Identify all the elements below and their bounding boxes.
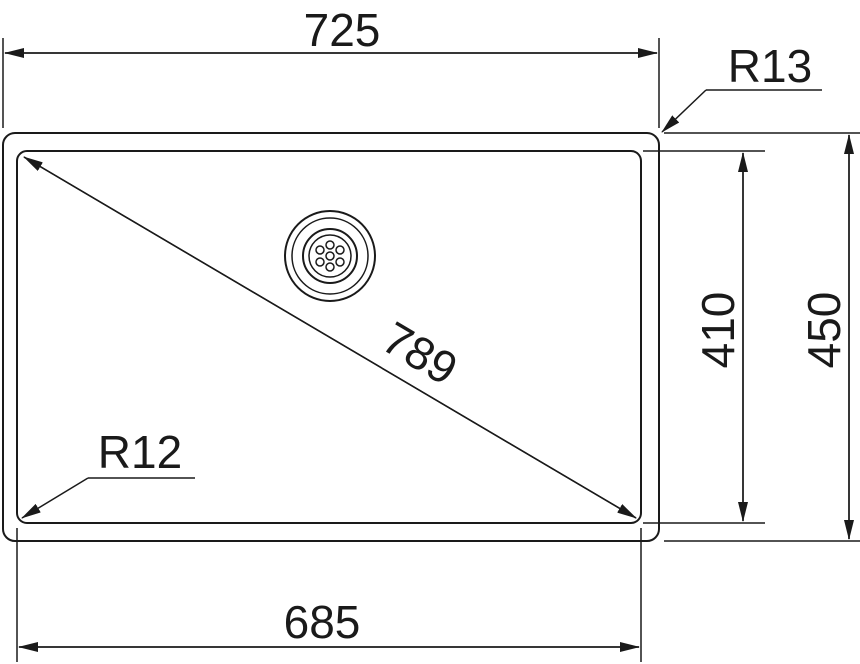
outer-radius-callout: R13: [661, 40, 822, 133]
inner-radius-callout: R12: [21, 426, 195, 519]
overall-depth-dimension: 450: [664, 132, 860, 542]
sink-outer-outline: [2, 132, 660, 542]
bowl-depth-dimension: 410: [643, 150, 765, 524]
overall-width-label: 725: [304, 4, 381, 56]
overall-depth-label: 450: [798, 292, 850, 369]
outer-radius-label: R13: [728, 40, 812, 92]
bowl-width-dimension: 685: [16, 528, 642, 662]
overall-width-dimension: 725: [2, 4, 660, 128]
sink-bowl-outline: [16, 150, 642, 524]
bowl-depth-label: 410: [692, 292, 744, 369]
bowl-width-label: 685: [284, 596, 361, 648]
inner-radius-label: R12: [98, 426, 182, 478]
bowl-diagonal-label: 789: [374, 311, 467, 395]
drain-strainer-icon: [284, 210, 376, 302]
